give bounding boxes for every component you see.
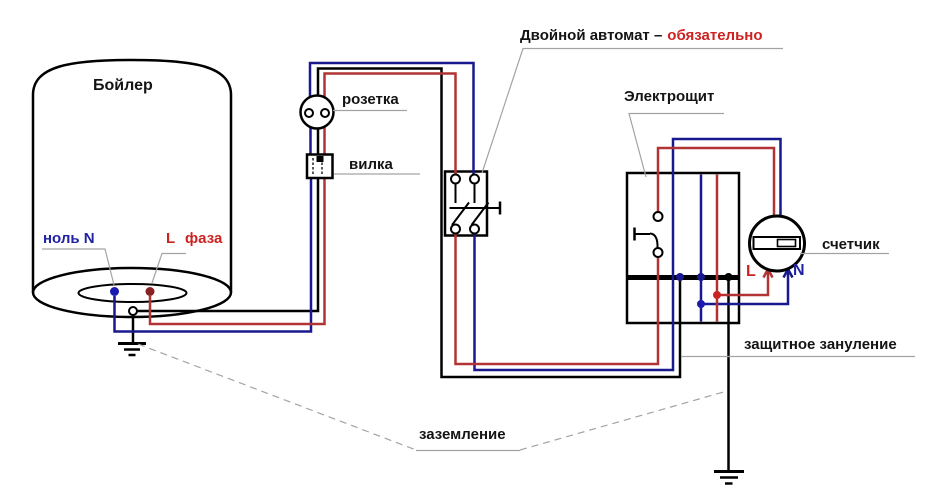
socket-hole-left <box>304 108 314 118</box>
plug <box>305 153 334 180</box>
panel-breaker-terminal-top <box>652 211 664 222</box>
ground-wires <box>131 67 730 470</box>
phase-wires <box>148 72 776 366</box>
leader-lines <box>42 47 915 452</box>
leader-grounding-left <box>137 343 417 451</box>
meter-display-window <box>776 238 797 248</box>
meter-phase-label: L <box>746 263 756 280</box>
grounding-label: заземление <box>419 426 506 443</box>
phase-terminal-label: L фаза <box>166 230 223 247</box>
phase-wire-socket-to-breaker <box>323 72 457 175</box>
leader-breaker-note <box>481 47 783 174</box>
boiler-terminal-plate <box>77 283 188 303</box>
breaker-note-red: обязательно <box>667 27 763 44</box>
panel-breaker-blade <box>649 232 659 249</box>
phase-wire-supply-to-meter <box>717 271 770 297</box>
phase-wire-boiler-to-plug <box>148 177 326 326</box>
bus-junction-earth <box>724 273 733 281</box>
protective-bonding-label: защитное зануление <box>744 336 897 353</box>
panel-breaker-terminal-bottom <box>652 247 664 258</box>
leader-panel <box>628 112 724 178</box>
meter-neutral-label: N <box>793 262 805 279</box>
phase-wire-panel-to-meter <box>656 146 776 217</box>
socket <box>299 94 335 130</box>
breaker-terminal-top-right <box>469 173 480 185</box>
breaker-terminal-bottom-right <box>469 223 480 235</box>
neutral-terminal-label: ноль N <box>43 230 95 247</box>
boiler-label: Бойлер <box>93 77 153 94</box>
neutral-wire-bus-to-meter <box>701 271 790 306</box>
breaker-note-black: Двойной автомат – <box>520 27 663 44</box>
panel-breaker <box>633 211 664 258</box>
panel-earth-symbol <box>714 470 744 485</box>
neutral-wire-socket-to-breaker <box>308 61 475 175</box>
neutral-wire-boiler-to-plug <box>113 177 313 333</box>
leader-neutral-label <box>42 248 115 286</box>
breaker-blade-left <box>451 201 470 226</box>
junctions <box>110 273 733 316</box>
plug-detail-block <box>316 156 324 162</box>
ground-wire-socket-to-bus <box>316 67 682 379</box>
neutral-wires <box>113 61 794 372</box>
double-breaker <box>449 173 502 235</box>
panel-label: Электрощит <box>624 88 715 105</box>
ground-wire-boiler-to-plug <box>137 177 320 313</box>
bus-junction-ground <box>676 273 684 281</box>
bus-junction-neutral <box>697 273 705 281</box>
socket-label: розетка <box>342 91 399 108</box>
meter-phase-junction <box>713 291 721 299</box>
boiler-body <box>31 58 233 293</box>
leader-grounding-right <box>519 390 728 451</box>
socket-hole-right <box>320 108 330 118</box>
boiler-ground-terminal <box>128 306 138 316</box>
boiler-phase-terminal-dot <box>145 287 155 296</box>
meter-label: счетчик <box>822 236 880 253</box>
plug-label: вилка <box>349 156 393 173</box>
breaker-note: Двойной автомат –обязательно <box>520 27 763 44</box>
breaker-blade-right <box>470 201 490 226</box>
breaker-terminal-bottom-left <box>450 223 461 235</box>
socket-body <box>299 94 335 130</box>
phase-wire-breaker-to-panel <box>454 233 660 366</box>
meter <box>748 214 806 273</box>
neutral-wire-breaker-to-meter <box>473 137 782 372</box>
electrical-panel <box>625 171 741 325</box>
panel-box <box>625 171 741 325</box>
boiler-neutral-terminal-dot <box>110 287 119 296</box>
breaker-terminal-top-left <box>450 173 461 185</box>
leader-phase-label <box>151 252 186 284</box>
boiler-earth-symbol <box>118 342 146 357</box>
meter-neutral-junction <box>697 300 705 308</box>
boiler <box>31 58 233 319</box>
